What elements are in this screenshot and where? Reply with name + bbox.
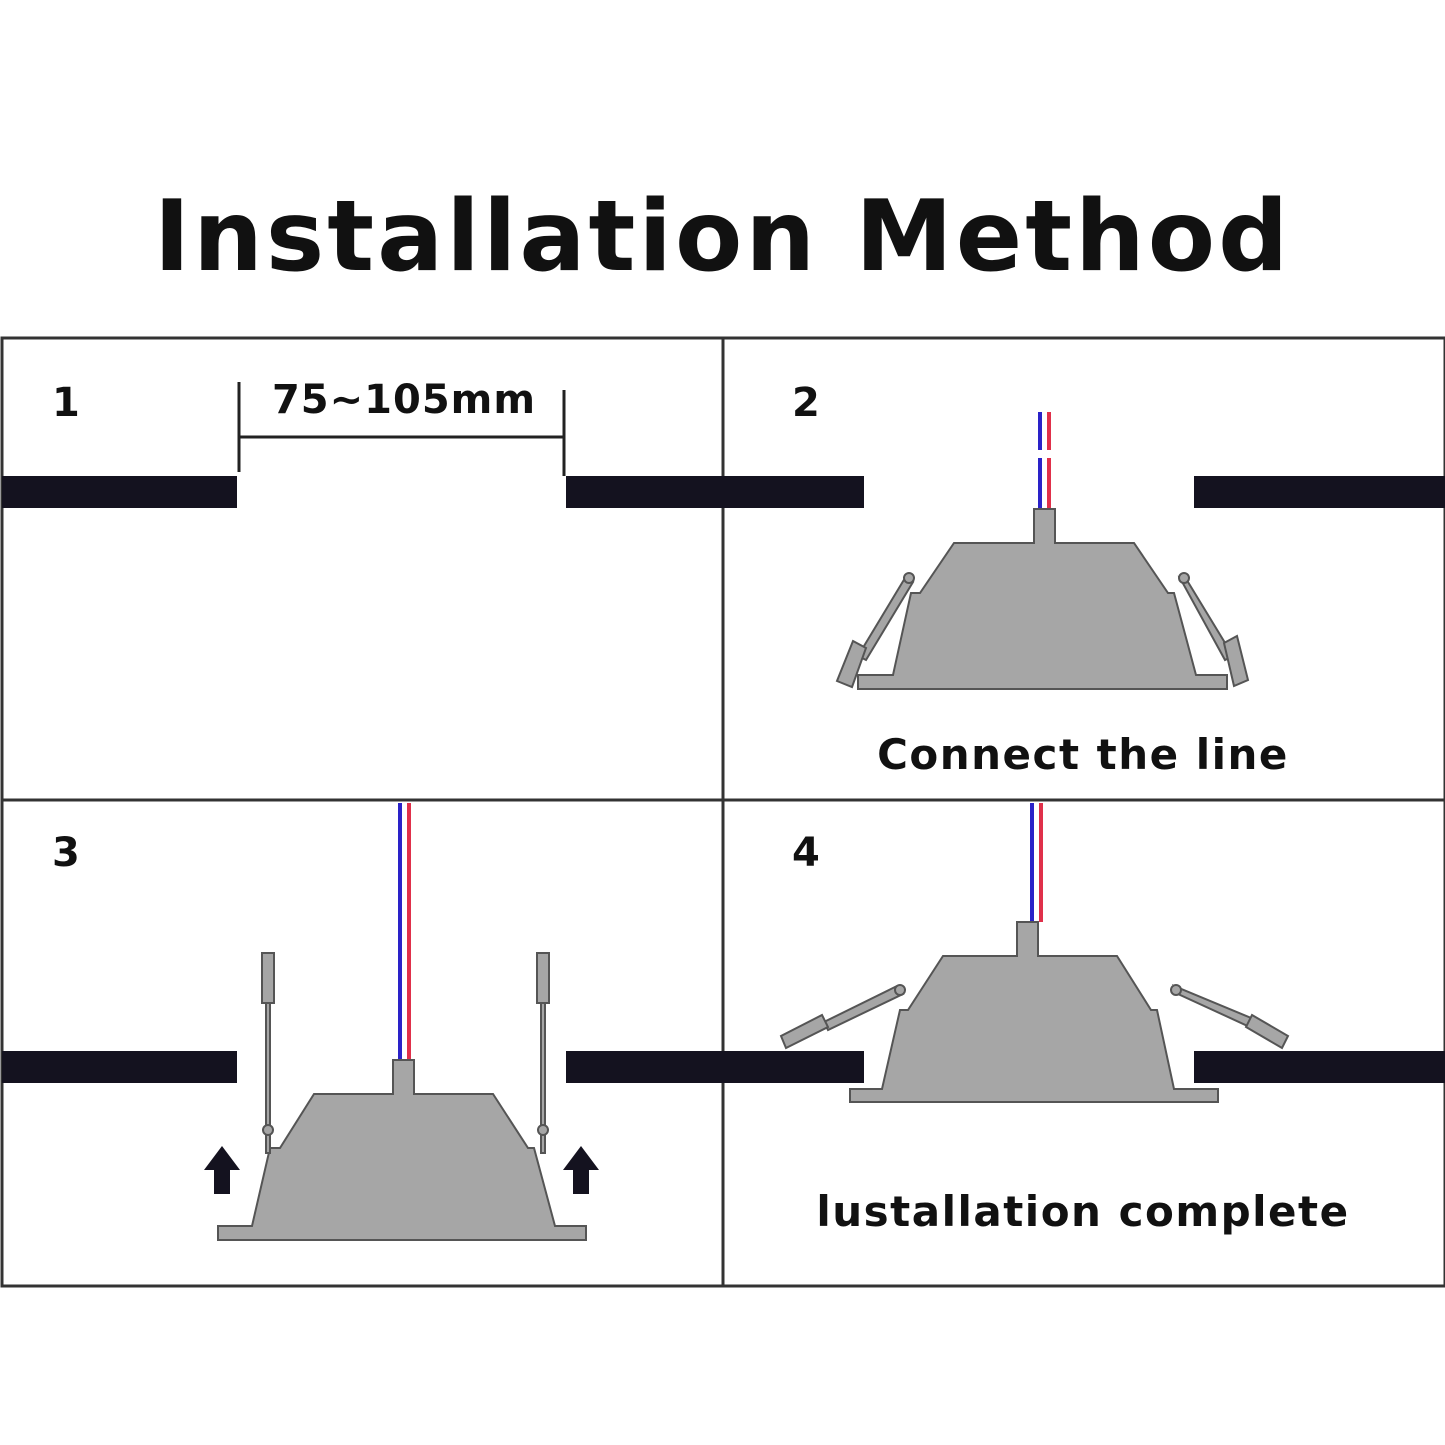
spring-clip-right bbox=[1177, 572, 1250, 688]
dimension-marker bbox=[237, 382, 566, 476]
spring-clip-left bbox=[835, 572, 915, 689]
step-number: 4 bbox=[792, 830, 820, 876]
wires bbox=[398, 803, 411, 1062]
ceiling-right bbox=[566, 476, 723, 508]
ceiling-left bbox=[723, 1051, 864, 1083]
step-caption: Connect the line bbox=[877, 730, 1289, 779]
wires bbox=[1038, 412, 1051, 510]
spring-clip-left bbox=[261, 952, 275, 1154]
step-4-panel: 4 lustallation complete bbox=[723, 803, 1445, 1236]
downlight-fixture bbox=[779, 921, 1290, 1103]
arrow-up-icon bbox=[204, 1146, 240, 1194]
arrow-up-icon bbox=[563, 1146, 599, 1194]
ceiling-right bbox=[1194, 1051, 1445, 1083]
dimension-label: 75~105mm bbox=[272, 377, 536, 423]
wires bbox=[1030, 803, 1043, 922]
step-number: 2 bbox=[792, 380, 820, 426]
downlight-fixture bbox=[217, 952, 587, 1241]
step-2-panel: 2 Connect the line bbox=[723, 380, 1445, 779]
ceiling-right bbox=[1194, 476, 1445, 508]
spring-clip-right bbox=[536, 952, 550, 1154]
page-title: Installation Method bbox=[153, 180, 1292, 294]
ceiling-right bbox=[566, 1051, 723, 1083]
step-number: 1 bbox=[52, 380, 80, 426]
ceiling-left bbox=[2, 1051, 237, 1083]
step-number: 3 bbox=[52, 830, 80, 876]
spring-clip-left bbox=[779, 984, 906, 1050]
downlight-fixture bbox=[835, 508, 1250, 690]
step-3-panel: 3 bbox=[2, 803, 723, 1241]
ceiling-left bbox=[723, 476, 864, 508]
step-1-panel: 1 75~105mm bbox=[2, 377, 723, 508]
spring-clip-right bbox=[1170, 984, 1290, 1050]
ceiling-left bbox=[2, 476, 237, 508]
step-caption: lustallation complete bbox=[816, 1187, 1349, 1236]
